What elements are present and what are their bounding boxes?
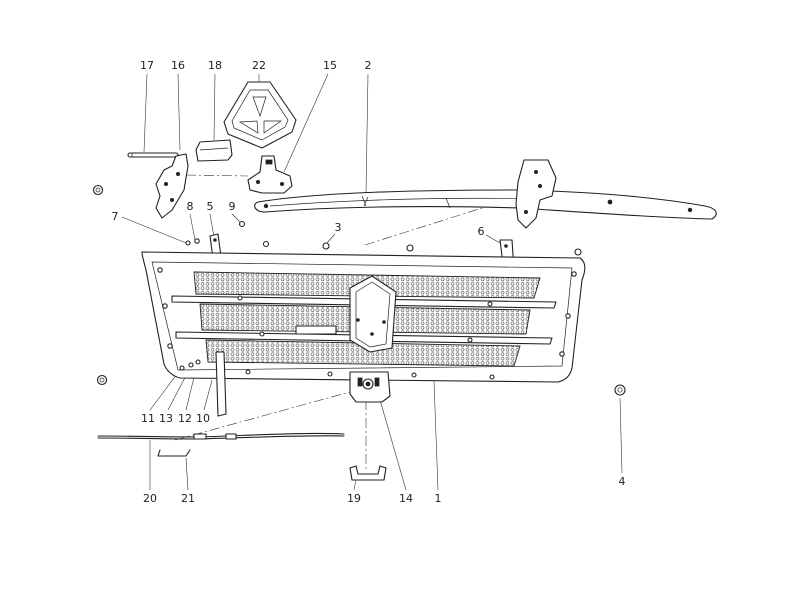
callout-8: 8 xyxy=(187,200,194,213)
callout-3: 3 xyxy=(335,221,342,234)
callout-1: 1 xyxy=(435,492,442,505)
part-2-strut xyxy=(254,159,717,229)
part-4-nut xyxy=(614,384,626,396)
callout-19: 19 xyxy=(347,492,361,505)
callout-12: 12 xyxy=(178,412,192,425)
callout-16: 16 xyxy=(171,59,185,72)
callout-21: 21 xyxy=(181,492,195,505)
callout-9: 9 xyxy=(229,200,236,213)
part-15-hinge-bracket xyxy=(247,155,293,194)
callout-17: 17 xyxy=(140,59,154,72)
part-18-block xyxy=(195,139,233,162)
part-14-latch-lock xyxy=(349,371,391,403)
callout-labels: 17 16 18 22 15 2 8 5 9 7 3 6 11 13 12 10… xyxy=(112,59,626,505)
part-21-clip xyxy=(157,449,191,457)
callout-7: 7 xyxy=(112,210,119,223)
small-fasteners-upper xyxy=(185,220,246,246)
callout-11: 11 xyxy=(141,412,155,425)
part-1-grille xyxy=(141,251,586,383)
callout-2: 2 xyxy=(365,59,372,72)
part-20-cable xyxy=(97,432,345,440)
callout-13: 13 xyxy=(159,412,173,425)
part-17-pin xyxy=(127,152,179,158)
part-19-bracket xyxy=(349,465,387,481)
callout-14: 14 xyxy=(399,492,413,505)
callout-20: 20 xyxy=(143,492,157,505)
callout-10: 10 xyxy=(196,412,210,425)
part-22-emblem xyxy=(223,81,297,149)
parts-10-13-fasteners xyxy=(179,351,227,417)
part-3-clips xyxy=(262,240,582,256)
leader-lines xyxy=(121,73,623,491)
callout-4: 4 xyxy=(619,475,626,488)
callout-6: 6 xyxy=(478,225,485,238)
part-16-hinge-bracket xyxy=(155,153,189,219)
callout-18: 18 xyxy=(208,59,222,72)
callout-5: 5 xyxy=(207,200,214,213)
callout-15: 15 xyxy=(323,59,337,72)
callout-22: 22 xyxy=(252,59,266,72)
loose-nuts xyxy=(92,184,108,386)
